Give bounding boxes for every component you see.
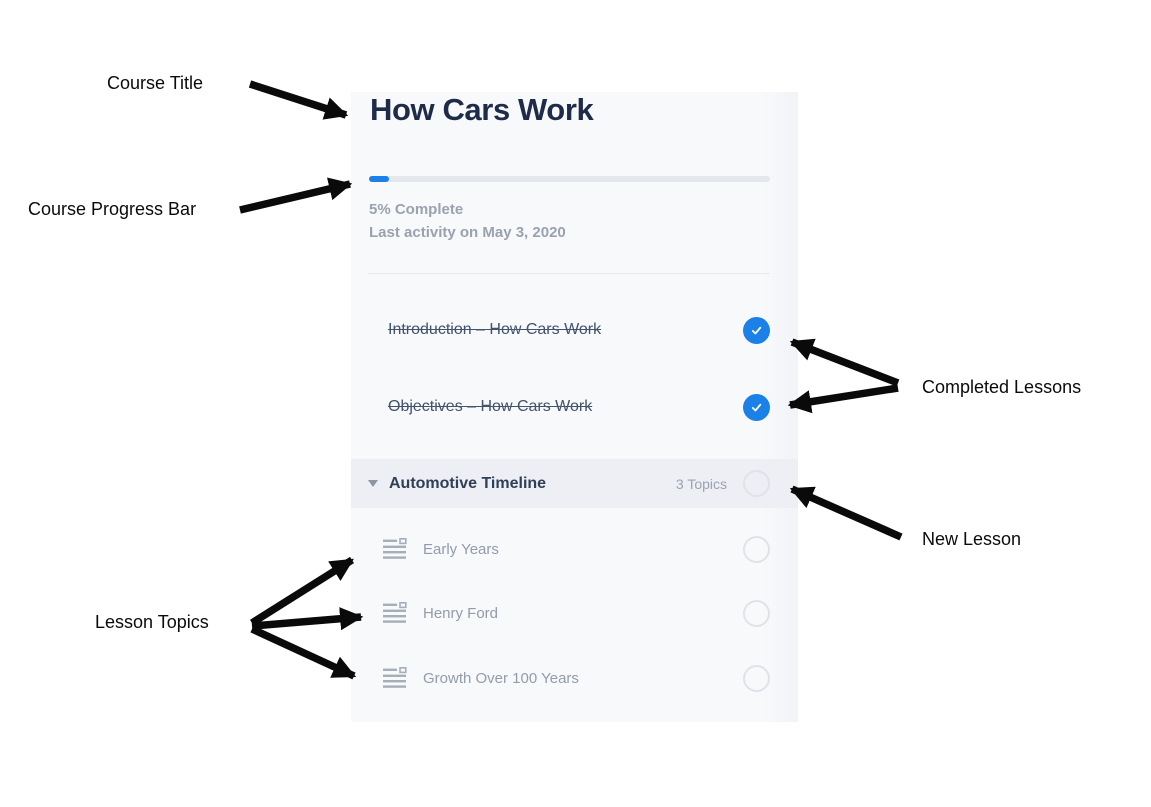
new-lesson-callout: New Lesson bbox=[922, 529, 1022, 549]
topic-list-icon bbox=[383, 602, 407, 623]
incomplete-circle-icon bbox=[743, 535, 770, 563]
arrow-topic-1 bbox=[250, 556, 354, 627]
incomplete-circle-icon bbox=[743, 599, 770, 627]
topic-title[interactable]: Early Years bbox=[423, 540, 499, 558]
completed-check-icon bbox=[743, 316, 770, 344]
lesson-title[interactable]: Objectives – How Cars Work bbox=[388, 398, 593, 415]
last-activity-text: Last activity on May 3, 2020 bbox=[369, 224, 566, 241]
divider bbox=[368, 273, 770, 274]
course-title-callout: Course Title bbox=[107, 73, 204, 93]
topics-count-badge: 3 Topics bbox=[675, 475, 727, 492]
completed-lessons-callout: Completed Lessons bbox=[922, 377, 1082, 397]
lesson-title[interactable]: Introduction – How Cars Work bbox=[388, 321, 602, 338]
lesson-row-introduction[interactable]: Introduction – How Cars Work bbox=[351, 302, 798, 358]
arrow-completed-1 bbox=[789, 338, 900, 387]
caret-down-icon[interactable] bbox=[368, 480, 378, 487]
topic-row-growth-over-100-years[interactable]: Growth Over 100 Years bbox=[351, 650, 798, 706]
progress-percent-text: 5% Complete bbox=[369, 201, 464, 218]
course-progress-bar-callout: Course Progress Bar bbox=[28, 199, 197, 219]
lesson-title[interactable]: Automotive Timeline bbox=[389, 474, 547, 492]
arrow-topic-3 bbox=[250, 625, 357, 680]
topic-list-icon bbox=[383, 667, 407, 688]
lesson-row-objectives[interactable]: Objectives – How Cars Work bbox=[351, 379, 798, 435]
course-panel: How Cars Work 5% Complete Last activity … bbox=[351, 92, 798, 722]
arrow-progress-bar bbox=[239, 177, 353, 214]
incomplete-circle-icon bbox=[743, 470, 770, 497]
course-progress-fill bbox=[369, 176, 390, 182]
lesson-row-automotive-timeline[interactable]: Automotive Timeline 3 Topics bbox=[351, 459, 798, 508]
topic-title[interactable]: Growth Over 100 Years bbox=[423, 669, 579, 687]
topic-list-icon bbox=[383, 538, 407, 559]
course-title: How Cars Work bbox=[370, 92, 594, 127]
topic-title[interactable]: Henry Ford bbox=[423, 604, 499, 622]
course-progress-bar bbox=[369, 176, 770, 182]
arrow-topic-2 bbox=[251, 607, 364, 631]
arrow-completed-2 bbox=[787, 384, 899, 414]
arrow-course-title bbox=[248, 80, 349, 120]
topic-row-early-years[interactable]: Early Years bbox=[351, 521, 798, 577]
lesson-topics-callout: Lesson Topics bbox=[95, 612, 209, 632]
incomplete-circle-icon bbox=[743, 664, 770, 692]
completed-check-icon bbox=[743, 393, 770, 421]
arrow-new-lesson bbox=[789, 485, 903, 541]
topic-row-henry-ford[interactable]: Henry Ford bbox=[351, 585, 798, 641]
